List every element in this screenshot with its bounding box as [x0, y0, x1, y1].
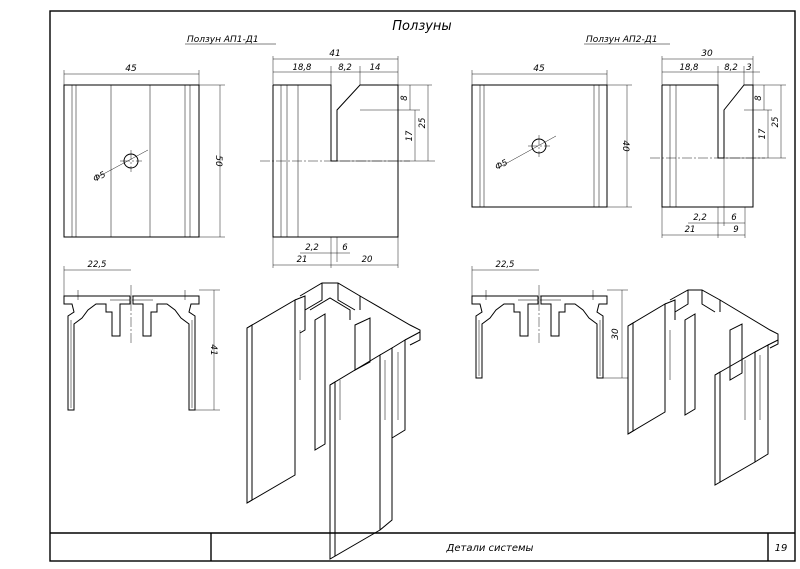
left-isometric-view: [246, 282, 421, 560]
left-side-dim-3: 14: [370, 63, 381, 73]
right-side-b1-dim: 2,2: [693, 213, 707, 223]
left-side-dim-2: 8,2: [338, 63, 352, 73]
left-profile-height-dim: 41: [208, 344, 218, 355]
right-side-b4-dim: 9: [733, 225, 738, 235]
page-number: 19: [775, 543, 788, 554]
right-isometric-view: [627, 289, 779, 486]
left-side-b3-dim: 21: [297, 255, 308, 265]
left-side-h3-dim: 17: [405, 130, 415, 141]
left-part-name: Ползун АП1-Д1: [187, 35, 259, 45]
left-side-h1-dim: 8: [400, 95, 410, 101]
right-side-b2-dim: 6: [731, 213, 737, 223]
right-hole-dim: Ф5: [494, 158, 510, 173]
left-side-b1-dim: 2,2: [305, 243, 319, 253]
right-front-view: Ф5 45 40: [471, 64, 632, 208]
right-part-label: Ползун АП2-Д1: [584, 35, 670, 45]
right-part-name: Ползун АП2-Д1: [586, 35, 658, 45]
sheet-frame: [49, 10, 796, 562]
left-side-dim-1: 18,8: [293, 63, 313, 73]
left-part-label: Ползун АП1-Д1: [185, 35, 276, 45]
right-profile-height-dim: 30: [611, 328, 621, 340]
sheet-title: Ползуны: [392, 19, 451, 34]
right-side-h2-dim: 25: [771, 117, 781, 128]
left-profile-width-dim: 22,5: [88, 260, 107, 270]
right-front-height-dim: 40: [620, 140, 630, 152]
right-side-view: 30 18,8 8,2 3 8 17 25 2,2 6 21 9: [650, 49, 786, 238]
left-front-height-dim: 50: [213, 155, 223, 167]
left-front-view: Ф5 45 50: [63, 64, 225, 238]
right-side-total-dim: 30: [701, 49, 713, 59]
footer-title: Детали системы: [446, 543, 534, 554]
right-side-h3-dim: 17: [758, 128, 768, 139]
left-side-view: 41 18,8 8,2 14 8 17 25 2,2 6 21 20: [260, 49, 435, 268]
right-side-dim-1: 18,8: [680, 63, 700, 73]
left-hole-dim: Ф5: [92, 170, 108, 185]
right-front-width-dim: 45: [533, 64, 545, 74]
left-side-total-dim: 41: [329, 49, 340, 59]
left-side-h2-dim: 25: [418, 118, 428, 129]
left-profile-view: 22,5 41: [63, 260, 220, 411]
left-side-b2-dim: 6: [342, 243, 348, 253]
right-side-dim-2: 8,2: [724, 63, 738, 73]
right-profile-width-dim: 22,5: [496, 260, 515, 270]
right-side-h1-dim: 8: [754, 95, 764, 101]
right-side-b3-dim: 21: [685, 225, 696, 235]
left-side-b4-dim: 20: [362, 255, 373, 265]
right-profile-view: 22,5 30: [471, 260, 628, 379]
right-side-dim-3: 3: [746, 63, 751, 73]
left-front-width-dim: 45: [125, 64, 137, 74]
